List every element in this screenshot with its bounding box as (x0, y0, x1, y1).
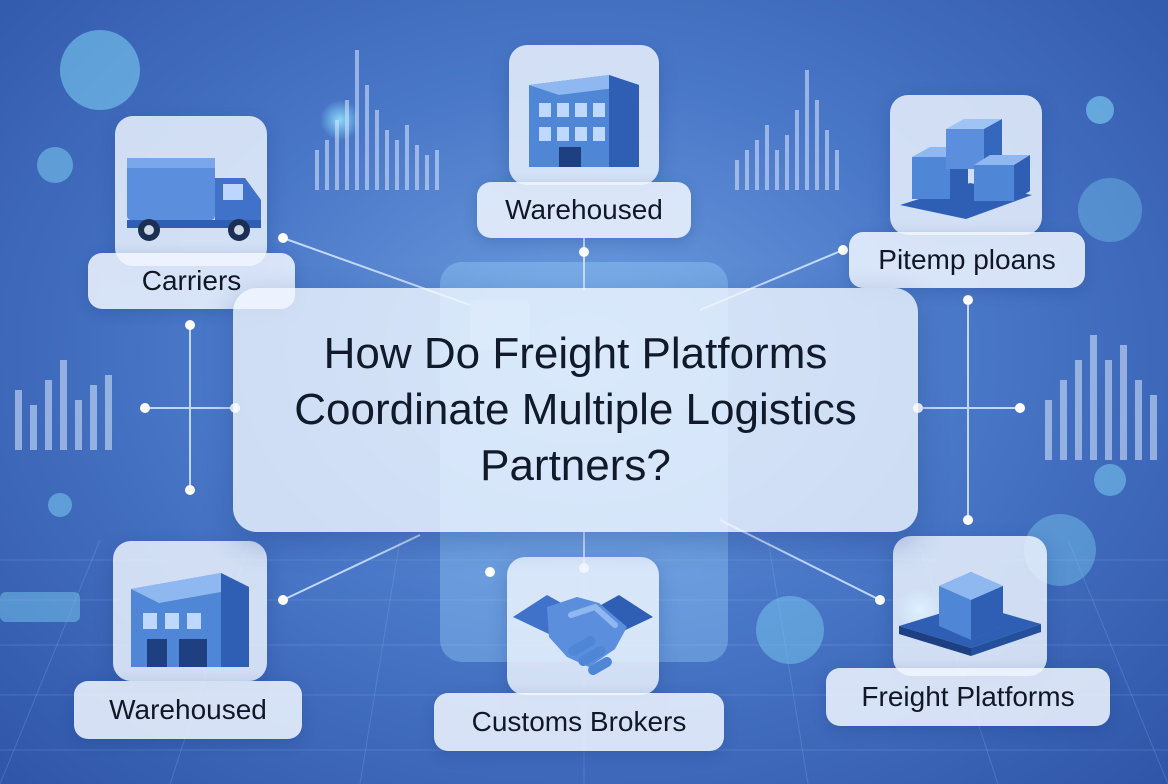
title-panel: How Do Freight Platforms Coordinate Mult… (233, 288, 918, 532)
truck-icon (127, 158, 261, 241)
customs-tile (507, 557, 659, 695)
stacked-boxes-icon (900, 119, 1032, 219)
warehouse-building-icon (529, 75, 639, 167)
page-title: How Do Freight Platforms Coordinate Mult… (294, 329, 857, 490)
pitemp-label: Pitemp ploans (849, 232, 1085, 288)
handshake-icon (513, 595, 653, 675)
warehoused-top-tile (509, 45, 659, 185)
warehouse-icon (131, 573, 249, 667)
warehoused-bottom-label: Warehoused (74, 681, 302, 739)
cube-platform-icon (899, 572, 1041, 656)
carriers-tile (115, 116, 267, 266)
customs-label: Customs Brokers (434, 693, 724, 751)
warehoused-top-label: Warehoused (477, 182, 691, 238)
freight-label: Freight Platforms (826, 668, 1110, 726)
pitemp-tile (890, 95, 1042, 235)
warehoused-bottom-tile (113, 541, 267, 681)
freight-tile (893, 536, 1047, 676)
